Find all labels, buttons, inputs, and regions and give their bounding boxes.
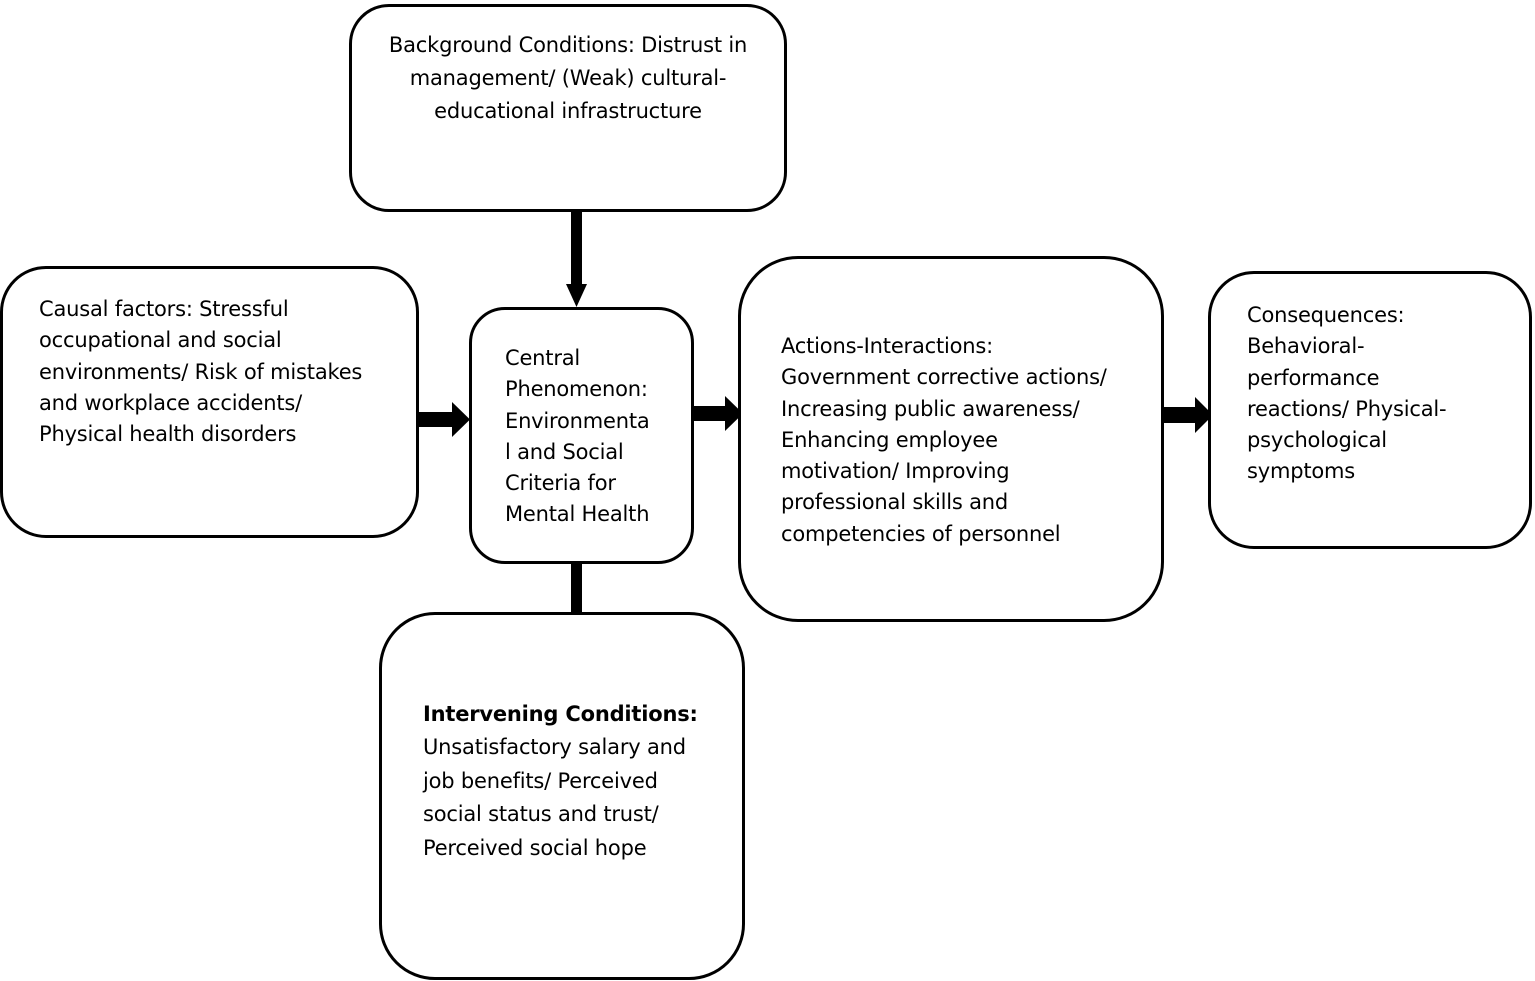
actions-interactions-box [738, 256, 1164, 622]
central-phenomenon-text: Central Phenomenon: Environmenta l and S… [505, 346, 650, 527]
central-phenomenon-box [469, 307, 694, 564]
intervening-conditions-text-block: Intervening Conditions: Unsatisfactory sa… [423, 664, 743, 866]
actions-interactions-text: Actions-Interactions: Government correct… [781, 334, 1107, 546]
causal-factors-box [0, 266, 419, 538]
consequences-box [1208, 271, 1532, 549]
intervening-conditions-box [379, 612, 745, 980]
causal-factors-text: Causal factors: Stressful occupational a… [39, 297, 363, 447]
arrow-actions-to-consequences [1162, 397, 1213, 433]
intervening-conditions-title: Intervening Conditions: [423, 701, 698, 726]
arrow-central-to-actions [692, 396, 743, 431]
consequences-text: Consequences: Behavioral- performance re… [1247, 303, 1447, 484]
arrow-causal-to-central [417, 402, 470, 437]
background-conditions-box [349, 4, 787, 212]
arrow-background-to-central [566, 210, 587, 307]
background-conditions-text: Background Conditions: Distrust in manag… [388, 33, 748, 123]
intervening-conditions-text: Unsatisfactory salary and job benefits/ … [423, 735, 686, 860]
